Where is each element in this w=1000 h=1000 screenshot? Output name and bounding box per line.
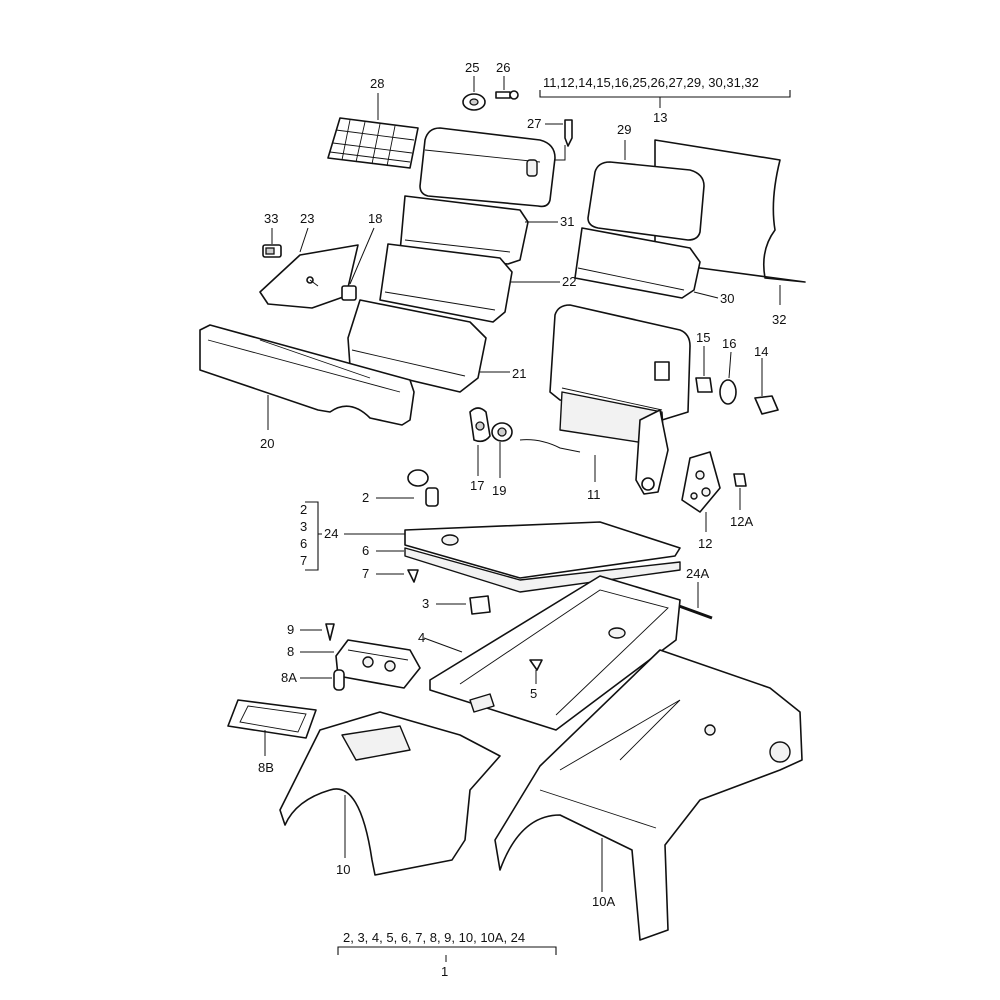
part-16-knob: 16	[719, 336, 737, 405]
group-13-bracket: 11,12,14,15,16,25,26,27,29, 30,31,32 13	[539, 75, 791, 125]
part-27-clip: 27	[527, 116, 573, 147]
part-18-clip: 18	[341, 211, 382, 301]
group-24-bracket: 2 3 6 7 24	[300, 501, 408, 571]
label-24a: 24A	[686, 566, 709, 581]
label-12a: 12A	[730, 514, 753, 529]
label-7: 7	[362, 566, 369, 581]
label-6: 6	[362, 543, 369, 558]
part-9-screw: 9	[287, 622, 335, 641]
label-32: 32	[772, 312, 786, 327]
label-18: 18	[368, 211, 382, 226]
part-8b-frame: 8B	[227, 699, 317, 775]
part-22-cushion: 22	[379, 243, 576, 323]
label-22: 22	[562, 274, 576, 289]
label-27: 27	[527, 116, 541, 131]
group-24-item-1: 2	[300, 502, 307, 517]
label-30: 30	[720, 291, 734, 306]
part-23-panel: 23	[259, 211, 359, 309]
label-28: 28	[370, 76, 384, 91]
part-15-pin: 15	[695, 330, 713, 393]
part-8-ashtray: 8	[287, 639, 421, 689]
label-24: 24	[324, 526, 338, 541]
label-4: 4	[418, 630, 425, 645]
label-10a: 10A	[592, 894, 615, 909]
label-10: 10	[336, 862, 350, 877]
group-24-item-4: 7	[300, 553, 307, 568]
label-8b: 8B	[258, 760, 274, 775]
label-29: 29	[617, 122, 631, 137]
label-19: 19	[492, 483, 506, 498]
part-2-lock: 2	[362, 469, 439, 507]
part-30-cushion: 30	[574, 227, 734, 306]
label-25: 25	[465, 60, 479, 75]
label-2: 2	[362, 490, 369, 505]
part-8a-bulb: 8A	[281, 669, 345, 691]
label-9: 9	[287, 622, 294, 637]
label-13: 13	[653, 110, 667, 125]
part-4-tray: 4	[418, 575, 681, 731]
label-12: 12	[698, 536, 712, 551]
part-7-screw: 7	[362, 566, 419, 583]
label-8: 8	[287, 644, 294, 659]
part-19-knob: 19	[491, 422, 513, 498]
part-25-grommet: 25	[462, 60, 486, 111]
label-1: 1	[441, 964, 448, 979]
label-26: 26	[496, 60, 510, 75]
group-24-item-2: 3	[300, 519, 307, 534]
part-20-armrest: 20	[199, 324, 415, 451]
part-24-lid	[404, 521, 681, 579]
part-33-clip: 33	[262, 211, 282, 258]
group-24-item-3: 6	[300, 536, 307, 551]
label-11: 11	[587, 487, 601, 502]
label-20: 20	[260, 436, 274, 451]
part-29-headrest: 29	[587, 122, 705, 241]
label-31: 31	[560, 214, 574, 229]
label-33: 33	[264, 211, 278, 226]
part-14-bracket: 14	[754, 344, 779, 415]
label-5: 5	[530, 686, 537, 701]
group-1-bracket: 2, 3, 4, 5, 6, 7, 8, 9, 10, 10A, 24 1	[337, 930, 557, 979]
part-10-console: 10	[279, 711, 501, 877]
label-15: 15	[696, 330, 710, 345]
label-14: 14	[754, 344, 768, 359]
group-1-parts-list: 2, 3, 4, 5, 6, 7, 8, 9, 10, 10A, 24	[343, 930, 525, 945]
label-16: 16	[722, 336, 736, 351]
label-8a: 8A	[281, 670, 297, 685]
part-3-latch: 3	[422, 595, 491, 615]
part-10a-console: 10A	[494, 649, 803, 941]
part-12-hinge: 12	[681, 451, 721, 551]
part-17-bezel: 17	[469, 407, 491, 493]
part-21-cushion: 21	[347, 299, 526, 393]
group-13-parts-list: 11,12,14,15,16,25,26,27,29, 30,31,32	[543, 75, 759, 90]
part-28-net: 28	[327, 76, 419, 169]
part-5-screw: 5	[529, 659, 543, 701]
part-12a-nut: 12A	[730, 473, 753, 529]
part-11-backrest: 11	[519, 304, 691, 502]
label-3: 3	[422, 596, 429, 611]
part-6-seal: 6	[362, 543, 681, 593]
left-headrest-top	[419, 127, 566, 208]
part-26-screw: 26	[495, 60, 519, 100]
label-17: 17	[470, 478, 484, 493]
label-23: 23	[300, 211, 314, 226]
label-21: 21	[512, 366, 526, 381]
